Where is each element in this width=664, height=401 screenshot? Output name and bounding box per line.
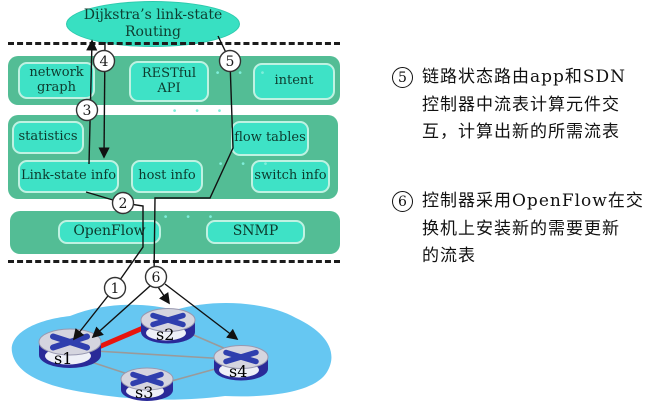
router-x-icon [150, 312, 186, 328]
openflow-box: OpenFlow [58, 220, 161, 244]
switch-s2-label: s2 [156, 325, 174, 344]
switch-s2: s2 [140, 308, 196, 344]
link-state-info-box: Link-state info [18, 160, 119, 193]
ellipsis-dots: · · · [172, 102, 229, 120]
connector-6-to-s2 [157, 286, 170, 305]
link-s1-s4 [94, 350, 229, 360]
ellipsis-dots: · · · [163, 208, 220, 226]
network-cloud [11, 303, 332, 400]
separator-controller-network [8, 260, 340, 263]
ellipsis-dots: · · · [218, 155, 275, 173]
connector-6-to-s1 [91, 285, 151, 339]
step-marker-6: 6 [144, 265, 168, 289]
switch-s1: s1 [38, 328, 102, 368]
separator-app-controller [8, 42, 340, 45]
link-s2-s4 [181, 329, 234, 353]
link-s3-s4 [167, 365, 227, 383]
app-title-line1: Dijkstra’s link-state [83, 7, 223, 24]
restful-api-box: RESTful API [129, 61, 209, 102]
router-x-icon [130, 371, 164, 387]
app-routing-ellipse: Dijkstra’s link-state Routing [66, 1, 240, 47]
annotation-step5-badge: 5 [392, 67, 413, 88]
step-marker-1: 1 [103, 276, 127, 300]
annotation-step5: 5 链路状态路由app和SDN 控制器中流表计算元件交 互，计算出新的所需流表 [392, 64, 660, 147]
snmp-box: SNMP [206, 220, 305, 244]
switch-s3-label: s3 [135, 383, 153, 401]
network-links [69, 329, 234, 383]
connector-6-to-s4 [164, 283, 239, 341]
switch-s4-label: s4 [229, 362, 247, 381]
annotation-step5-text: 链路状态路由app和SDN 控制器中流表计算元件交 互，计算出新的所需流表 [422, 67, 627, 143]
switch-info-box: switch info [251, 160, 330, 193]
annotation-step6-badge: 6 [392, 191, 413, 212]
annotation-step6-text: 控制器采用OpenFlow在交 换机上安装新的需要更新 的流表 [422, 191, 644, 267]
ellipsis-dots: · · · [215, 64, 272, 82]
flow-tables-box: flow tables [231, 121, 309, 156]
host-info-box: host info [131, 160, 203, 193]
router-x-icon [223, 349, 259, 365]
router-x-icon [50, 333, 90, 351]
svg-text:1: 1 [111, 281, 120, 297]
link-s1-s2-highlighted [93, 322, 151, 352]
network-graph-box: network graph [18, 62, 95, 99]
link-s1-s3 [69, 354, 141, 379]
switch-s1-label: s1 [54, 349, 72, 368]
annotation-step6: 6 控制器采用OpenFlow在交 换机上安装新的需要更新 的流表 [392, 188, 660, 271]
intent-box: intent [253, 63, 335, 100]
statistics-box: statistics [12, 121, 84, 154]
svg-text:6: 6 [152, 270, 161, 286]
switch-s4: s4 [213, 345, 269, 381]
app-title-line2: Routing [124, 24, 182, 40]
switch-s3: s3 [120, 367, 174, 401]
